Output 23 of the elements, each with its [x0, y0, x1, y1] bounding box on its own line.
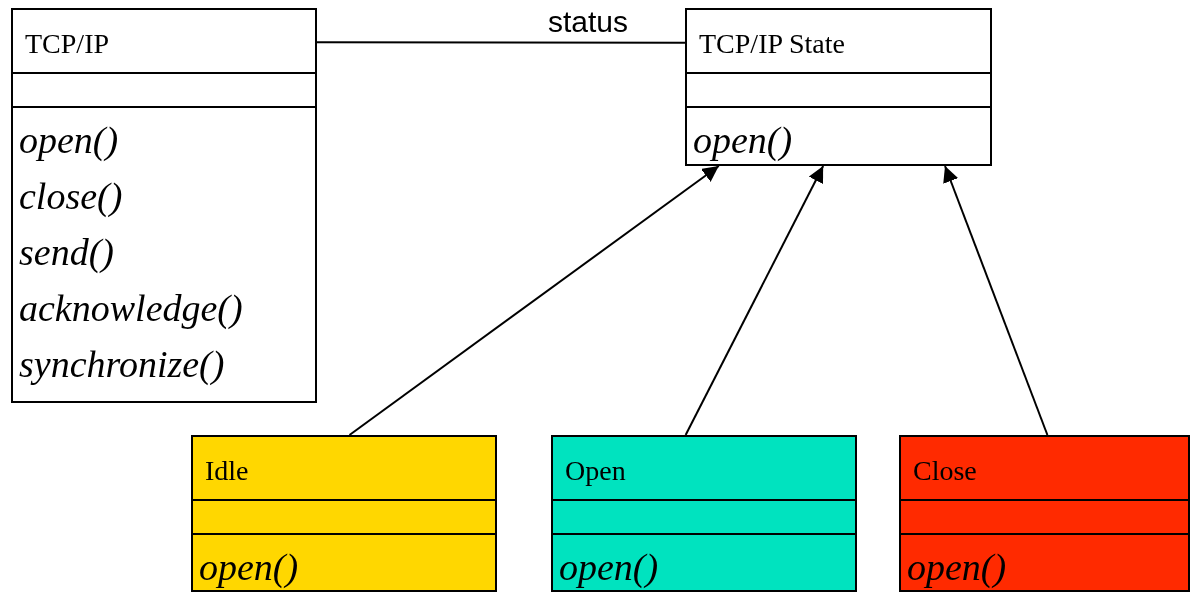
method-name: send(): [19, 230, 114, 275]
class-name: Close: [913, 455, 977, 487]
class-box: [899, 435, 1190, 592]
method-name: synchronize(): [19, 342, 225, 387]
method-name: open(): [559, 545, 659, 590]
method-name: open(): [199, 545, 299, 590]
method-name: open(): [693, 118, 793, 163]
class-box: [685, 8, 992, 166]
class-box: [551, 435, 857, 592]
class-box: [11, 8, 317, 403]
class-name: TCP/IP: [25, 28, 110, 60]
method-name: close(): [19, 174, 123, 219]
class-name: Open: [565, 455, 626, 487]
class-name: Idle: [205, 455, 249, 487]
inheritance-arrow: [348, 165, 720, 436]
inheritance-arrow: [943, 165, 1049, 436]
method-name: open(): [907, 545, 1007, 590]
class-name: TCP/IP State: [699, 28, 845, 60]
method-name: open(): [19, 118, 119, 163]
inheritance-arrow: [684, 165, 825, 436]
method-name: acknowledge(): [19, 286, 243, 331]
association-line: [316, 41, 686, 44]
class-box: [191, 435, 497, 592]
